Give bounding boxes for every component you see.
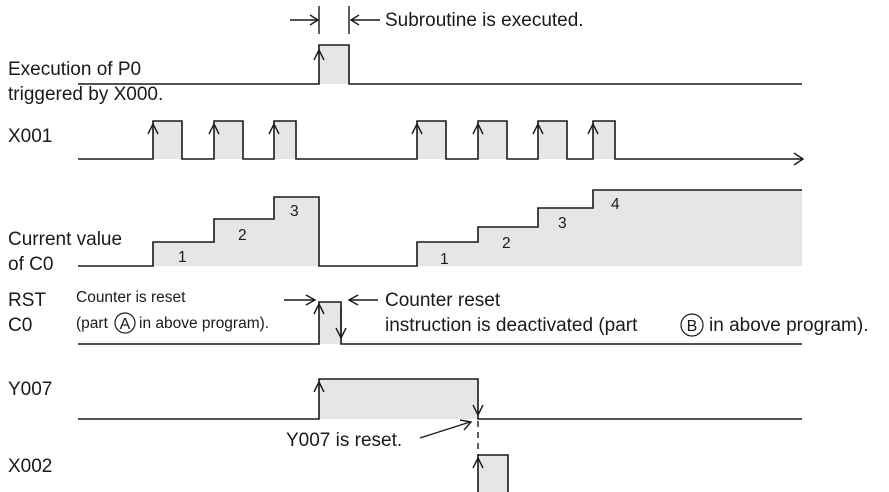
x002-signal: X002 bbox=[8, 454, 509, 492]
cv-value: 1 bbox=[440, 251, 449, 268]
cv-label-line2: of C0 bbox=[8, 254, 53, 275]
rst-label-line1: RST bbox=[8, 290, 46, 311]
part-a-letter: A bbox=[120, 316, 131, 333]
subroutine-annotation: Subroutine is executed. bbox=[290, 6, 584, 34]
y007-label: Y007 bbox=[8, 379, 52, 400]
subroutine-label: Subroutine is executed. bbox=[385, 10, 584, 31]
c0-current-value: Current value of C0 1 2 3 1 2 3 4 bbox=[8, 189, 802, 275]
cv-label-line1: Current value bbox=[8, 229, 122, 250]
cv-value: 4 bbox=[611, 196, 620, 213]
reset-note-prefix: (part bbox=[76, 315, 109, 332]
part-b-marker bbox=[680, 313, 704, 337]
y007-reset-label: Y007 is reset. bbox=[286, 430, 402, 451]
p0-label-line2: triggered by X000. bbox=[8, 84, 163, 105]
part-b-letter: B bbox=[687, 318, 698, 335]
x001-edge-arrows bbox=[147, 122, 599, 135]
deact-note-line1: Counter reset bbox=[385, 290, 501, 311]
reset-note-suffix: in above program). bbox=[139, 315, 269, 332]
p0-execution-signal: Execution of P0 triggered by X000. bbox=[8, 44, 802, 105]
reset-note-line1: Counter is reset bbox=[76, 289, 186, 306]
deact-note-suffix: in above program). bbox=[709, 315, 868, 336]
cv-value: 3 bbox=[290, 203, 299, 220]
deact-note-prefix: instruction is deactivated (part bbox=[385, 315, 638, 336]
p0-label-line1: Execution of P0 bbox=[8, 59, 141, 80]
x002-label: X002 bbox=[8, 456, 52, 477]
cv-value: 3 bbox=[558, 215, 567, 232]
x001-label: X001 bbox=[8, 126, 52, 147]
part-a-marker bbox=[114, 312, 136, 334]
y007-reset-annotation: Y007 is reset. bbox=[286, 419, 473, 451]
rst-label-line2: C0 bbox=[8, 315, 32, 336]
rising-edge-arrow-icon bbox=[313, 48, 325, 61]
cv-value: 2 bbox=[502, 235, 511, 252]
cv-value: 1 bbox=[178, 249, 187, 266]
x001-signal: X001 bbox=[8, 120, 805, 166]
cv-value: 2 bbox=[238, 227, 247, 244]
rst-c0-signal: RST C0 Counter is reset (part A in above… bbox=[8, 289, 868, 345]
y007-signal: Y007 bbox=[8, 378, 802, 456]
